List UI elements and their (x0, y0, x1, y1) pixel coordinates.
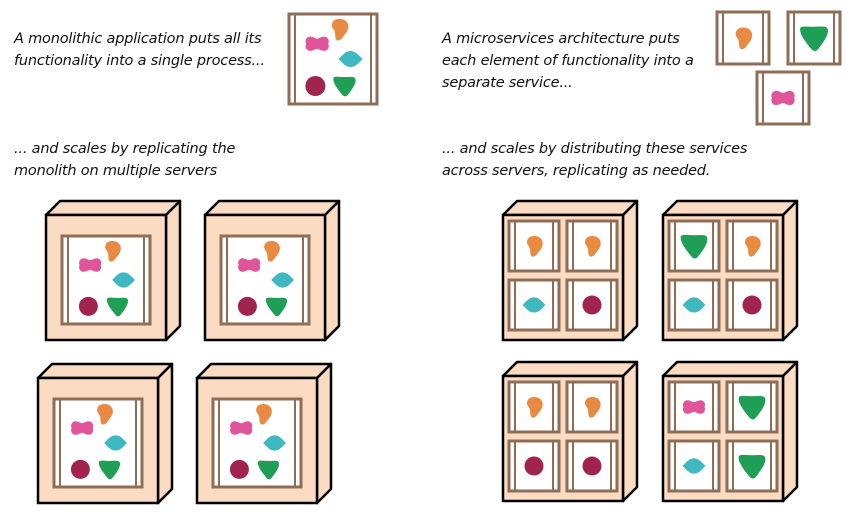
server-side-face (156, 362, 174, 505)
server-top-face (36, 362, 174, 380)
maroon-component-icon (582, 295, 602, 315)
monolith-server-1 (44, 199, 182, 342)
pink-component-icon (79, 258, 102, 272)
microservice-frame (507, 380, 561, 434)
teal-component-icon (263, 435, 286, 451)
maroon-component-icon (582, 456, 602, 476)
green-component-icon (738, 454, 766, 479)
pink-component-icon (771, 90, 795, 106)
pink-component-icon (230, 421, 253, 435)
microservices-intro-caption: A microservices architecture puts each e… (442, 31, 694, 91)
green-component-icon (333, 76, 356, 97)
maroon-component-icon (524, 456, 544, 476)
server-top-face (661, 199, 799, 217)
microservice-frame (667, 219, 721, 273)
orange-component-icon (526, 236, 543, 257)
microservices-scale-caption: ... and scales by distributing these ser… (442, 141, 748, 179)
server-top-face (195, 362, 333, 380)
microservice-frame (755, 70, 811, 126)
server-top-face (501, 199, 639, 217)
server-side-face (781, 360, 799, 503)
server-top-face (203, 199, 341, 217)
server-top-face (44, 199, 182, 217)
pink-component-icon (238, 258, 261, 272)
microservice-server-2 (661, 199, 799, 342)
monolith-process-frame (211, 397, 303, 489)
monolith-server-4 (195, 362, 333, 505)
green-component-icon (680, 234, 708, 259)
microservice-frame (725, 380, 779, 434)
monolith-scale-caption: ... and scales by replicating the monoli… (14, 141, 236, 179)
monolith-server-3 (36, 362, 174, 505)
microservice-frame (667, 380, 721, 434)
microservice-frame (565, 380, 619, 434)
server-side-face (781, 199, 799, 342)
server-side-face (323, 199, 341, 342)
server-side-face (164, 199, 182, 342)
maroon-component-icon (78, 296, 98, 316)
microservice-frame (507, 219, 561, 273)
maroon-component-icon (70, 459, 90, 479)
monolith-process-frame (60, 234, 152, 326)
green-component-icon (257, 460, 280, 480)
orange-component-icon (526, 397, 543, 418)
microservice-frame (667, 278, 721, 332)
monolith-process-frame (287, 12, 379, 106)
server-side-face (621, 360, 639, 503)
orange-component-icon (256, 404, 272, 425)
microservice-frame (507, 278, 561, 332)
pink-component-icon (71, 421, 94, 435)
microservice-frame (725, 219, 779, 273)
orange-component-icon (735, 27, 753, 50)
microservice-server-1 (501, 199, 639, 342)
teal-component-icon (338, 51, 363, 67)
pink-component-icon (682, 400, 706, 414)
monolith-process-frame (219, 234, 311, 326)
microservice-frame (507, 439, 561, 493)
green-component-icon (265, 297, 288, 317)
green-component-icon (98, 460, 121, 480)
orange-component-icon (584, 397, 601, 418)
server-side-face (621, 199, 639, 342)
orange-component-icon (97, 404, 113, 425)
server-top-face (661, 360, 799, 378)
teal-component-icon (682, 458, 706, 474)
microservice-frame (667, 439, 721, 493)
green-component-icon (106, 297, 129, 317)
orange-component-icon (744, 236, 761, 257)
server-top-face (501, 360, 639, 378)
server-side-face (315, 362, 333, 505)
monolith-server-2 (203, 199, 341, 342)
green-component-icon (800, 26, 828, 51)
teal-component-icon (271, 272, 294, 288)
maroon-component-icon (742, 295, 762, 315)
teal-component-icon (104, 435, 127, 451)
green-component-icon (738, 395, 766, 420)
microservice-frame (725, 278, 779, 332)
microservice-server-4 (661, 360, 799, 503)
microservice-frame (565, 278, 619, 332)
teal-component-icon (682, 297, 706, 313)
orange-component-icon (331, 18, 349, 41)
microservice-frame (565, 439, 619, 493)
orange-component-icon (584, 236, 601, 257)
maroon-component-icon (305, 76, 326, 96)
teal-component-icon (112, 272, 135, 288)
maroon-component-icon (237, 296, 257, 316)
orange-component-icon (105, 241, 121, 262)
orange-component-icon (264, 241, 280, 262)
monolith-intro-caption: A monolithic application puts all its fu… (14, 31, 265, 69)
microservice-frame (565, 219, 619, 273)
microservice-frame (715, 10, 771, 66)
monolith-process-frame (52, 397, 144, 489)
teal-component-icon (522, 297, 546, 313)
microservice-frame (725, 439, 779, 493)
maroon-component-icon (229, 459, 249, 479)
microservice-frame (786, 10, 842, 66)
microservice-server-3 (501, 360, 639, 503)
pink-component-icon (305, 36, 329, 51)
